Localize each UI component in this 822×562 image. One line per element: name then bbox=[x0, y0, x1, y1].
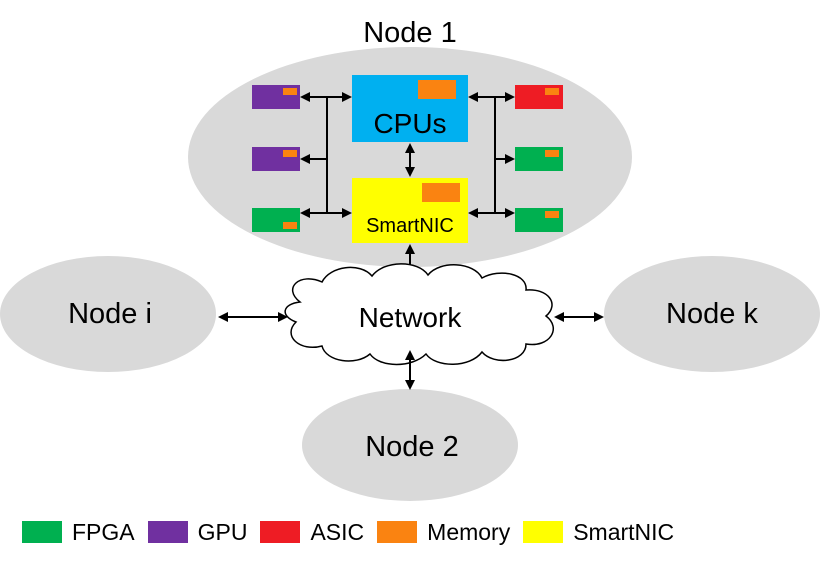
network-cloud bbox=[284, 263, 555, 366]
legend-swatch-memory bbox=[377, 521, 418, 543]
node-k-label: Node k bbox=[666, 298, 758, 330]
legend-label-memory: Memory bbox=[427, 518, 511, 545]
right-bus bbox=[468, 92, 515, 218]
node-1-label: Node 1 bbox=[363, 17, 457, 49]
legend-item-memory: Memory bbox=[377, 519, 510, 546]
legend-item-smartnic: SmartNIC bbox=[523, 519, 674, 546]
legend-swatch-gpu bbox=[147, 521, 188, 543]
left-fpga-memory bbox=[283, 222, 297, 229]
node-2-ellipse bbox=[302, 389, 518, 501]
smartnic-memory bbox=[422, 183, 460, 202]
legend-swatch-fpga bbox=[22, 521, 62, 543]
left-gpu-1-memory bbox=[283, 88, 297, 95]
legend-item-fpga: FPGA bbox=[22, 519, 135, 546]
legend-label-gpu: GPU bbox=[197, 518, 248, 545]
left-bus bbox=[300, 92, 352, 218]
right-fpga-1-memory bbox=[545, 150, 559, 157]
legend-label-fpga: FPGA bbox=[72, 518, 135, 545]
legend-label-asic: ASIC bbox=[310, 518, 365, 545]
legend: FPGA GPU ASIC Memory SmartNIC bbox=[22, 516, 687, 548]
cpus-memory bbox=[418, 80, 456, 99]
legend-swatch-asic bbox=[260, 521, 301, 543]
legend-label-smartnic: SmartNIC bbox=[573, 518, 675, 545]
cpus-label: CPUs bbox=[373, 108, 446, 139]
right-fpga-2-memory bbox=[545, 211, 559, 218]
smartnic-label: SmartNIC bbox=[366, 215, 454, 237]
node-i-ellipse bbox=[0, 256, 216, 372]
system-diagram: Node 1 CPUs SmartNIC Network bbox=[0, 17, 820, 501]
node-2-label: Node 2 bbox=[365, 431, 459, 463]
legend-item-asic: ASIC bbox=[260, 519, 364, 546]
network-label: Network bbox=[359, 302, 463, 333]
node-k-ellipse bbox=[604, 256, 820, 372]
right-asic-memory bbox=[545, 88, 559, 95]
legend-swatch-smartnic bbox=[523, 521, 564, 543]
legend-item-gpu: GPU bbox=[147, 518, 248, 546]
node-i-label: Node i bbox=[68, 298, 152, 330]
left-gpu-2-memory bbox=[283, 150, 297, 157]
